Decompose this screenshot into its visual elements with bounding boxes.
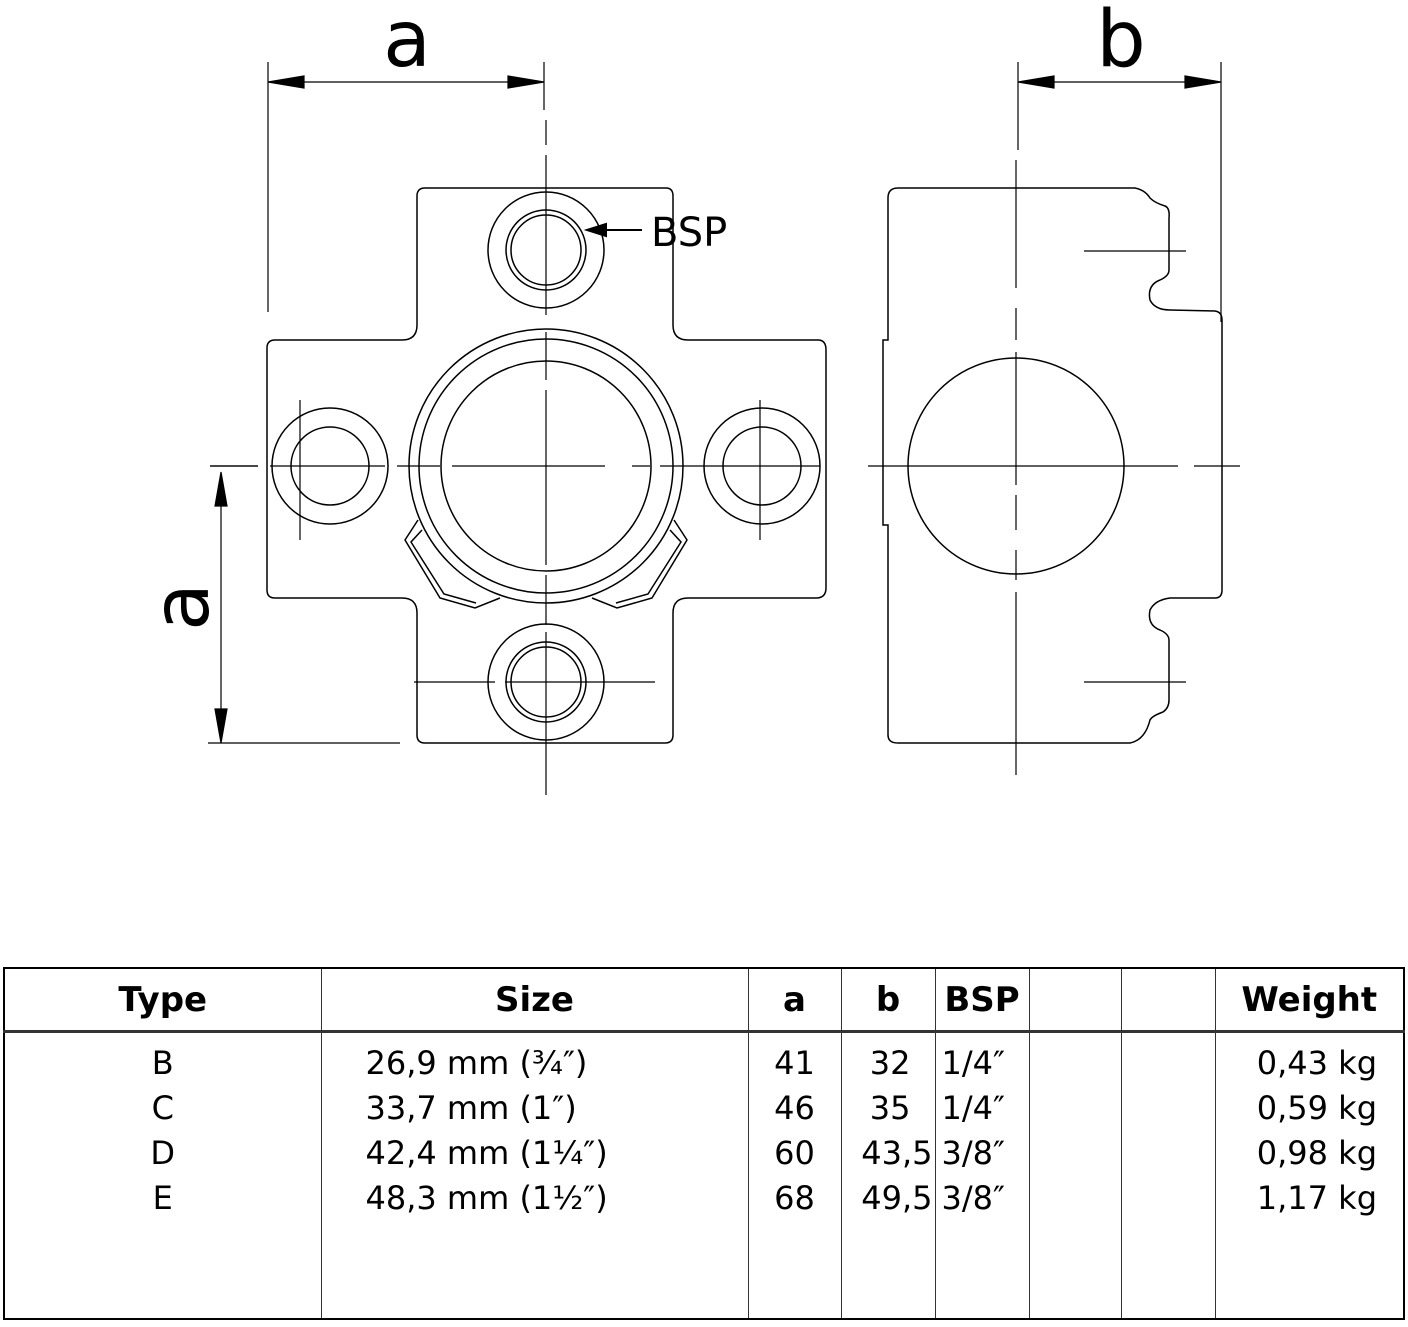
b-column: 32 35 43,5 49,5 <box>840 1031 935 1319</box>
cell-size: 33,7 mm (1″) <box>365 1089 577 1127</box>
header-type: Type <box>4 968 321 1033</box>
front-view <box>210 120 827 795</box>
bsp-label: BSP <box>651 210 727 256</box>
cell-b: 49,5 <box>861 1179 933 1217</box>
cell-bsp: 3/8″ <box>941 1134 1005 1172</box>
cell-weight: 0,98 kg <box>1256 1134 1377 1172</box>
header-weight: Weight <box>1214 968 1404 1033</box>
cell-b: 32 <box>869 1044 911 1082</box>
header-empty-1 <box>1028 968 1121 1033</box>
header-a: a <box>747 968 841 1033</box>
cell-bsp: 1/4″ <box>941 1089 1005 1127</box>
size-column: 26,9 mm (¾″) 33,7 mm (1″) 42,4 mm (1¼″) … <box>320 1031 748 1319</box>
centerlines <box>210 120 820 795</box>
empty-column-2 <box>1120 1031 1215 1319</box>
cell-size: 42,4 mm (1¼″) <box>365 1134 608 1172</box>
cell-type: B <box>151 1044 174 1082</box>
cell-bsp: 1/4″ <box>941 1044 1005 1082</box>
cell-size: 48,3 mm (1½″) <box>365 1179 608 1217</box>
cell-a: 41 <box>774 1044 815 1082</box>
cell-weight: 1,17 kg <box>1256 1179 1377 1217</box>
cross-outline <box>266 187 827 744</box>
cell-a: 68 <box>774 1179 815 1217</box>
header-size: Size <box>320 968 748 1033</box>
dimension-a-horizontal <box>267 62 545 312</box>
a-column: 41 46 60 68 <box>747 1031 841 1319</box>
cell-a: 60 <box>774 1134 815 1172</box>
side-outline <box>882 187 1223 744</box>
cell-type: E <box>152 1179 173 1217</box>
dim-label-a-left: a <box>137 583 227 631</box>
weight-column: 0,43 kg 0,59 kg 0,98 kg 1,17 kg <box>1214 1031 1404 1319</box>
hex-nut <box>404 519 688 609</box>
header-bsp: BSP <box>934 968 1029 1033</box>
cell-bsp: 3/8″ <box>941 1179 1005 1217</box>
cell-type: C <box>151 1089 174 1127</box>
bsp-callout-arrow <box>583 222 642 238</box>
cell-b: 35 <box>869 1089 911 1127</box>
table-header-row: Type Size a b BSP Weight <box>4 968 1404 1033</box>
header-b: b <box>840 968 935 1033</box>
empty-column-1 <box>1028 1031 1121 1319</box>
dim-label-a-top: a <box>383 0 431 85</box>
cell-weight: 0,59 kg <box>1256 1089 1377 1127</box>
dimension-a-vertical <box>208 465 400 744</box>
bsp-column: 1/4″ 1/4″ 3/8″ 3/8″ <box>934 1031 1029 1319</box>
cell-weight: 0,43 kg <box>1256 1044 1377 1082</box>
technical-drawing: a a b BSP <box>137 0 1240 795</box>
side-centerlines <box>868 160 1240 775</box>
dimensions-table: Type Size a b BSP Weight B C D E 26,9 mm… <box>3 967 1405 1320</box>
dimension-b <box>1017 62 1222 322</box>
dim-label-b: b <box>1096 0 1146 85</box>
cell-a: 46 <box>774 1089 815 1127</box>
type-column: B C D E <box>4 1032 321 1320</box>
cell-b: 43,5 <box>861 1134 933 1172</box>
header-empty-2 <box>1120 968 1215 1033</box>
cell-type: D <box>150 1134 176 1172</box>
side-view <box>868 160 1240 775</box>
table-body: B C D E 26,9 mm (¾″) 33,7 mm (1″) 42,4 m… <box>4 1031 1404 1320</box>
cell-size: 26,9 mm (¾″) <box>365 1044 588 1082</box>
